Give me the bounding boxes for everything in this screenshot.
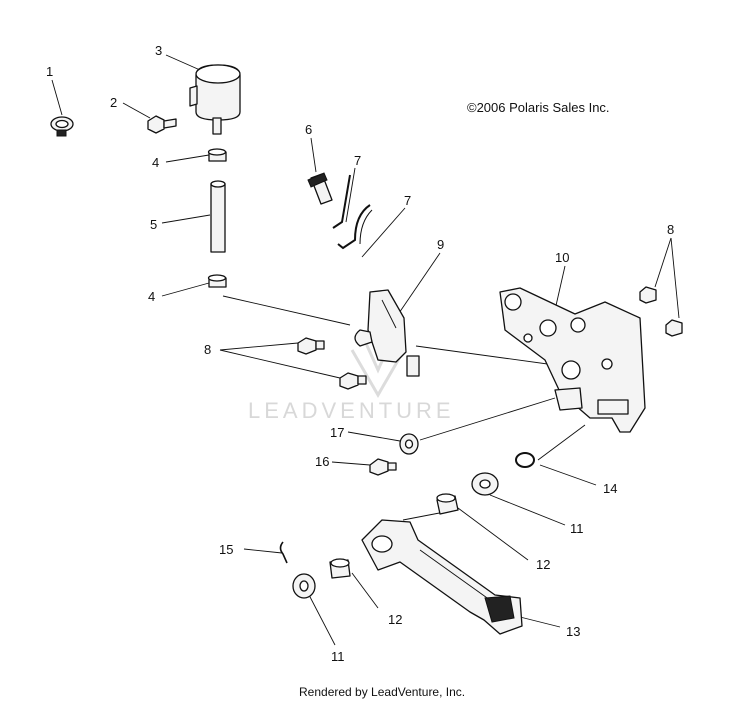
- callout-16: 16: [315, 454, 329, 469]
- callout-8-right: 8: [667, 222, 674, 237]
- callout-8-left: 8: [204, 342, 211, 357]
- part-12-bushing-upper: [436, 493, 459, 515]
- callout-4-lower: 4: [148, 289, 155, 304]
- part-16-screw: [369, 458, 397, 476]
- part-11-washer-upper: [471, 472, 499, 496]
- callout-1: 1: [46, 64, 53, 79]
- callout-11-lower: 11: [331, 649, 345, 664]
- callout-10: 10: [555, 250, 569, 265]
- callout-9: 9: [437, 237, 444, 252]
- callout-14: 14: [603, 481, 617, 496]
- part-12-bushing-lower: [329, 558, 351, 579]
- copyright-text: ©2006 Polaris Sales Inc.: [467, 100, 610, 115]
- part-11-washer-lower: [292, 573, 316, 599]
- svg-text:LEADVENTURE: LEADVENTURE: [248, 398, 455, 423]
- callout-2: 2: [110, 95, 117, 110]
- part-8-bolt-a: [297, 337, 325, 355]
- part-1-hose-clamp: [50, 116, 74, 137]
- part-8-bolt-d: [665, 319, 683, 337]
- leadventure-watermark: LEADVENTURE: [248, 329, 455, 423]
- part-14-retaining-clip: [515, 452, 535, 468]
- part-4-clamp-lower: [207, 274, 227, 288]
- callout-13: 13: [566, 624, 580, 639]
- callout-15: 15: [219, 542, 233, 557]
- callout-7-upper: 7: [354, 153, 361, 168]
- callout-12-lower: 12: [388, 612, 402, 627]
- callout-6: 6: [305, 122, 312, 137]
- callout-4-upper: 4: [152, 155, 159, 170]
- callout-7-lower: 7: [404, 193, 411, 208]
- part-17-washer: [399, 433, 419, 455]
- callout-3: 3: [155, 43, 162, 58]
- callout-12-right: 12: [536, 557, 550, 572]
- callout-labels: 1 2 3 4 5 4 6 7 7 9 10 8 8 17 16 14 11 1…: [46, 43, 674, 664]
- leader-lines: [51, 54, 680, 646]
- callout-11-right: 11: [570, 521, 584, 536]
- part-8-bolt-b: [339, 372, 367, 390]
- callout-5: 5: [150, 217, 157, 232]
- part-7-pin-b: [337, 204, 373, 250]
- part-8-bolt-c: [639, 286, 657, 304]
- part-9-master-cylinder: [354, 289, 420, 377]
- part-2-screw: [147, 115, 177, 134]
- part-3-reservoir: [189, 64, 241, 135]
- callout-17: 17: [330, 425, 344, 440]
- part-5-hose: [210, 180, 226, 253]
- part-4-clamp-upper: [207, 148, 227, 162]
- part-7-pin-a: [332, 174, 351, 229]
- part-13-brake-pedal: [361, 519, 523, 635]
- part-15-cotter-pin: [279, 541, 288, 564]
- part-6-fitting: [307, 172, 333, 205]
- part-10-bracket: [499, 287, 646, 433]
- rendered-by-footer: Rendered by LeadVenture, Inc.: [299, 685, 465, 699]
